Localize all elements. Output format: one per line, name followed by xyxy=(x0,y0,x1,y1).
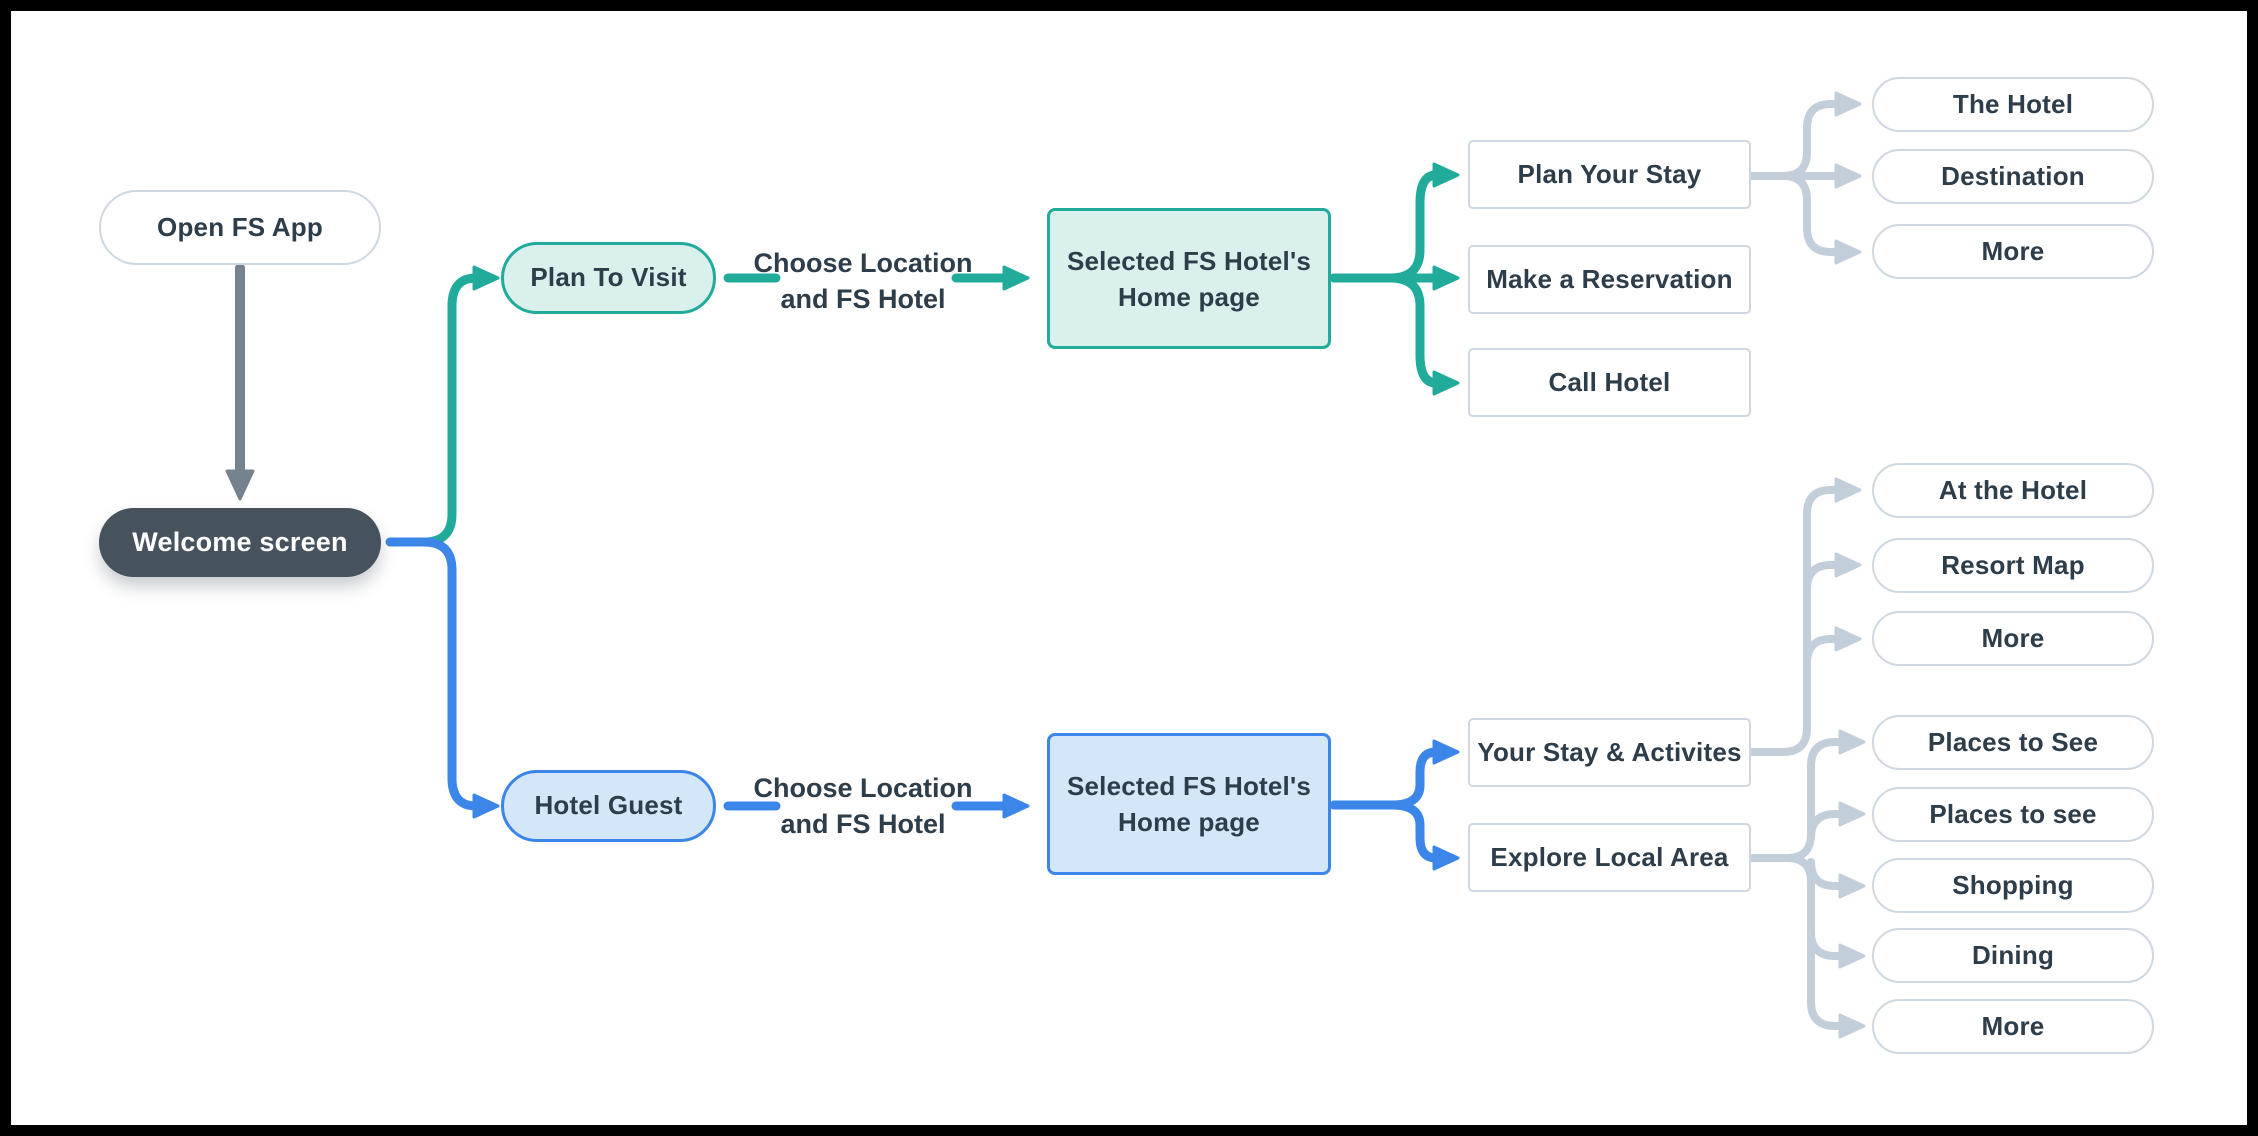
edge-your-stay-to-more-mid xyxy=(1803,626,1862,667)
node-resort-map[interactable]: Resort Map xyxy=(1872,538,2154,593)
edge-explore-to-dining xyxy=(1807,928,1866,969)
edge-home-top-to-call-hotel xyxy=(1329,273,1460,396)
node-more-bottom[interactable]: More xyxy=(1872,999,2154,1054)
node-destination[interactable]: Destination xyxy=(1872,149,2154,204)
node-call-hotel[interactable]: Call Hotel xyxy=(1468,348,1751,417)
edge-your-stay-to-at-the-hotel xyxy=(1749,477,1862,756)
node-places-to-see-lower[interactable]: Places to see xyxy=(1872,787,2154,842)
edge-welcome-to-hotel-guest xyxy=(385,537,500,819)
node-label: The Hotel xyxy=(1952,88,2074,119)
node-label: Your Stay & Activites xyxy=(1477,736,1742,767)
edge-explore-to-places-to-see-lower xyxy=(1807,801,1866,842)
edge-your-stay-to-resort-map xyxy=(1803,552,1862,593)
edge-home-bottom-to-your-stay xyxy=(1329,739,1460,810)
node-label: Places to see xyxy=(1929,798,2097,829)
node-dining[interactable]: Dining xyxy=(1872,928,2154,983)
node-plan-to-visit[interactable]: Plan To Visit xyxy=(501,242,716,314)
node-label: Home page xyxy=(1118,807,1260,837)
node-label: Explore Local Area xyxy=(1490,841,1729,872)
node-label: Make a Reservation xyxy=(1486,263,1733,294)
node-label: Shopping xyxy=(1952,869,2074,900)
node-label: Resort Map xyxy=(1941,549,2085,580)
edge-home-top-to-plan-your-stay xyxy=(1329,162,1460,283)
node-label: Welcome screen xyxy=(132,526,348,557)
node-label: Home page xyxy=(1118,281,1260,312)
edge-plan-your-stay-to-the-hotel xyxy=(1749,91,1862,180)
node-hotel-guest[interactable]: Hotel Guest xyxy=(501,770,716,842)
edge-explore-to-places-to-see-caps xyxy=(1749,729,1866,862)
node-label: Call Hotel xyxy=(1548,366,1671,397)
node-label: More xyxy=(1981,622,2045,653)
edge-label-choose-location-bottom: Choose Location and FS Hotel xyxy=(738,771,988,841)
edge-label-line: and FS Hotel xyxy=(780,809,946,839)
node-make-a-reservation[interactable]: Make a Reservation xyxy=(1468,245,1751,314)
node-label: Plan To Visit xyxy=(530,262,687,293)
node-plan-your-stay[interactable]: Plan Your Stay xyxy=(1468,140,1751,209)
node-label: Selected FS Hotel's xyxy=(1066,245,1312,276)
node-more-top[interactable]: More xyxy=(1872,224,2154,279)
edge-label-line: and FS Hotel xyxy=(780,284,946,314)
node-label: Destination xyxy=(1941,160,2085,191)
edge-plan-your-stay-to-more-top xyxy=(1749,172,1862,265)
node-label: Open FS App xyxy=(157,211,323,242)
edge-label-line: Choose Location xyxy=(753,773,973,803)
node-at-the-hotel[interactable]: At the Hotel xyxy=(1872,463,2154,518)
node-label: At the Hotel xyxy=(1938,474,2088,505)
node-more-mid[interactable]: More xyxy=(1872,611,2154,666)
node-label: Selected FS Hotel's xyxy=(1066,771,1312,801)
node-label: Places to See xyxy=(1927,726,2099,757)
node-open-fs-app[interactable]: Open FS App xyxy=(99,190,381,265)
node-label: Hotel Guest xyxy=(534,790,683,821)
node-explore-local-area[interactable]: Explore Local Area xyxy=(1468,823,1751,892)
node-shopping[interactable]: Shopping xyxy=(1872,858,2154,913)
node-label: More xyxy=(1981,1010,2045,1041)
edge-welcome-to-plan-to-visit xyxy=(393,265,500,547)
edge-home-bottom-to-explore-local xyxy=(1329,800,1460,871)
node-home-page-hotel-guest[interactable]: Selected FS Hotel's Home page xyxy=(1047,733,1331,875)
node-places-to-see-caps[interactable]: Places to See xyxy=(1872,715,2154,770)
edge-label-line: Choose Location xyxy=(753,248,973,278)
node-label: Dining xyxy=(1971,939,2055,970)
edge-label-choose-location-top: Choose Location and FS Hotel xyxy=(738,246,988,316)
node-the-hotel[interactable]: The Hotel xyxy=(1872,77,2154,132)
node-welcome-screen[interactable]: Welcome screen xyxy=(99,508,381,577)
edge-explore-to-shopping xyxy=(1807,858,1866,899)
node-home-page-plan-to-visit[interactable]: Selected FS Hotel's Home page xyxy=(1047,208,1331,349)
node-label: More xyxy=(1981,235,2045,266)
node-label: Plan Your Stay xyxy=(1517,158,1702,189)
node-your-stay-activities[interactable]: Your Stay & Activites xyxy=(1468,718,1751,787)
